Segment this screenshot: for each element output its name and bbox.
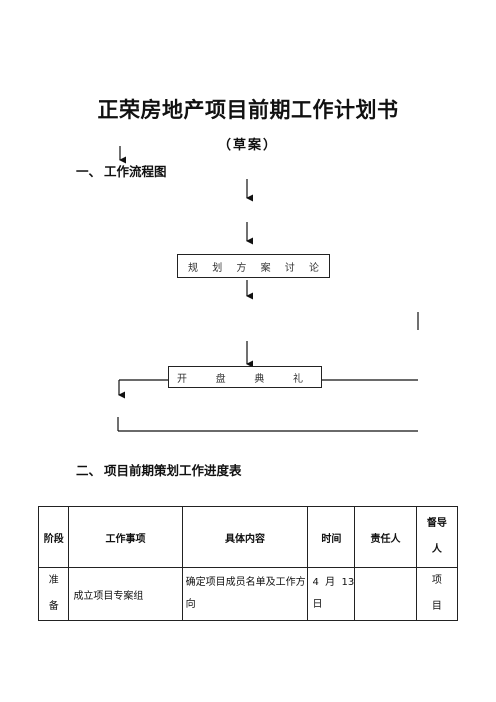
table-header-row: 阶段 工作事项 具体内容 时间 责任人 督导 人: [37, 506, 459, 568]
header-time: 时间: [307, 506, 356, 568]
cell-detail: 确定项目成员名单及工作方 向: [181, 567, 309, 621]
cell-supervisor: 项 目: [415, 567, 459, 621]
header-detail: 具体内容: [181, 506, 309, 568]
flow-box-char: 盘: [215, 373, 226, 385]
cell-detail-line1: 确定项目成员名单及工作方: [185, 577, 306, 588]
section-2-number: 二、: [76, 463, 102, 478]
table-row: 准 备 成立项目专案组 确定项目成员名单及工作方 向 4 月 13 日 项 目: [37, 567, 459, 621]
page-title: 正荣房地产项目前期工作计划书: [97, 98, 399, 122]
cell-stage-line2: 备: [48, 601, 59, 612]
flow-box-char: 礼: [292, 373, 303, 385]
section-1-heading: 工作流程图: [104, 164, 167, 179]
header-supervisor: 督导 人: [415, 506, 459, 568]
cell-time: 4 月 13 日: [307, 567, 356, 621]
page-subtitle: （草案）: [217, 138, 278, 153]
cell-detail-line2: 向: [185, 599, 196, 610]
header-supervisor-line1: 督导: [426, 518, 447, 529]
flow-box-char: 开: [177, 373, 187, 385]
flow-box-opening-ceremony: 开 盘 典 礼: [168, 366, 322, 388]
workflow-diagram: [117, 146, 419, 432]
cell-supervisor-line1: 项: [431, 575, 442, 586]
flow-box-char: 方: [236, 262, 247, 274]
header-stage: 阶段: [37, 506, 70, 568]
section-1-number: 一、: [76, 164, 102, 179]
schedule-table: 阶段 工作事项 具体内容 时间 责任人 督导 人 准 备 成立项目专案组 确定项…: [37, 506, 459, 621]
cell-stage-line1: 准: [48, 575, 59, 586]
section-2-heading: 项目前期策划工作进度表: [104, 463, 242, 478]
cell-time-line2: 日: [312, 599, 323, 610]
flow-box-char: 典: [254, 373, 265, 385]
flow-box-char: 规: [188, 262, 198, 274]
header-owner: 责任人: [354, 506, 417, 568]
cell-owner: [354, 567, 417, 621]
cell-time-line1: 4 月 13: [312, 577, 355, 588]
flow-box-plan-discussion: 规 划 方 案 讨 论: [177, 254, 330, 278]
header-supervisor-line2: 人: [431, 544, 442, 555]
cell-task: 成立项目专案组: [68, 567, 183, 621]
flow-box-char: 案: [260, 262, 271, 274]
flow-box-char: 划: [212, 262, 223, 274]
cell-stage: 准 备: [37, 567, 70, 621]
flow-box-char: 论: [308, 262, 319, 274]
cell-supervisor-line2: 目: [431, 601, 442, 612]
flow-box-char: 讨: [284, 262, 295, 274]
header-task: 工作事项: [68, 506, 183, 568]
